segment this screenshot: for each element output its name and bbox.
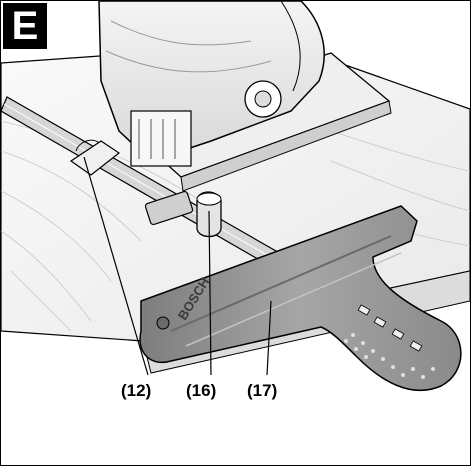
rod-holder	[69, 139, 121, 176]
circle-cutter-guide	[139, 205, 462, 391]
jigsaw-body	[98, 1, 325, 167]
leader-line-17	[266, 300, 272, 376]
callout-12: (12)	[121, 381, 152, 400]
callout-16: (16)	[186, 381, 217, 400]
callout-17: (17)	[247, 381, 278, 400]
leader-line-12	[83, 156, 149, 376]
leader-lines	[83, 156, 272, 376]
leader-line-16	[208, 210, 212, 376]
figure-badge: E	[3, 3, 47, 49]
